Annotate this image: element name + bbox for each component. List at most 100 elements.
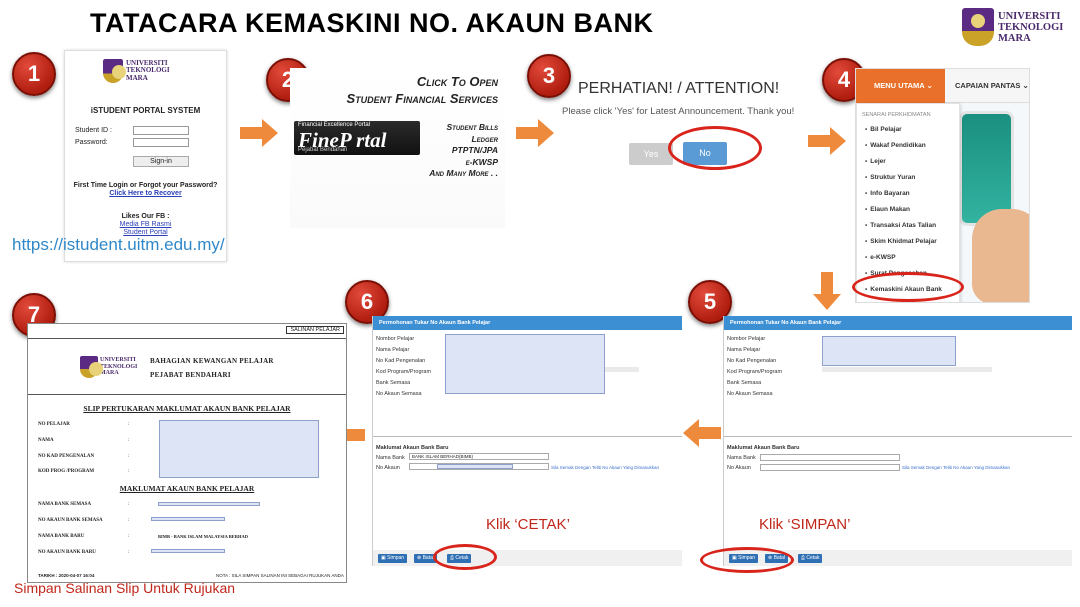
slip-label: NAMA BANK BARU: [38, 534, 85, 539]
redacted-info-box: [445, 334, 605, 394]
hand-illustration: [972, 209, 1029, 302]
uitm-crest-icon: [103, 59, 126, 83]
logo-line: TEKNOLOGI: [998, 21, 1064, 33]
service-item: Student Bills: [446, 122, 499, 132]
redacted-new-account-box: [151, 549, 225, 553]
redacted-student-box: [159, 420, 319, 478]
slip-date: TARIKH : 2020-04-07 16:04: [38, 573, 95, 578]
uitm-logo: UNIVERSITI TEKNOLOGI MARA: [80, 356, 137, 378]
arrow-down-icon: [813, 272, 841, 310]
logo-line: TEKNOLOGI: [100, 363, 138, 370]
password-input[interactable]: [133, 138, 189, 147]
capaian-pantas-tab[interactable]: CAPAIAN PANTAS ⌄: [955, 69, 1029, 103]
uitm-crest-icon: [962, 8, 994, 46]
slip-colon: :: [128, 438, 130, 443]
logo-line: TEKNOLOGI: [126, 66, 170, 75]
redacted-account-box: [151, 517, 225, 521]
menu-item-bil-pelajar[interactable]: Bil Pelajar: [865, 126, 901, 133]
sign-in-button[interactable]: Sign-in: [133, 156, 189, 167]
field-label: No Akaun Semasa: [376, 391, 422, 397]
menu-item-struktur-yuran[interactable]: Struktur Yuran: [865, 174, 915, 181]
slip-label: NO KAD PENGENALAN: [38, 454, 95, 459]
likes-fb-text: Likes Our FB :: [121, 213, 170, 220]
portal-name: FineP rtal: [298, 128, 387, 152]
service-item: And Many More . .: [429, 168, 498, 178]
slip-label: NO PELAJAR: [38, 422, 70, 427]
menu-item-skim-khidmat[interactable]: Skim Khidmat Pelajar: [865, 238, 936, 245]
batal-button[interactable]: ⊗ Batal: [414, 554, 437, 563]
fb-media-link[interactable]: Media FB Rasmi: [119, 221, 172, 228]
program-value-line: [822, 367, 992, 372]
simpan-button[interactable]: ▣ Simpan: [378, 554, 408, 563]
istudent-url[interactable]: https://istudent.uitm.edu.my/: [12, 235, 225, 254]
uitm-logo: UNIVERSITI TEKNOLOGI MARA: [103, 59, 170, 83]
klik-simpan-label: Klik ‘SIMPAN’: [759, 516, 851, 533]
nama-bank-select[interactable]: [760, 454, 900, 461]
field-label: No Kad Pengenalan: [376, 358, 426, 364]
nama-bank-select[interactable]: BANK ISLAM BERHAD(BIMB): [409, 453, 549, 460]
form-title-bar: Permohonan Tukar No Akaun Bank Pelajar: [724, 316, 1072, 330]
step-3-badge: 3: [527, 54, 571, 98]
slip-colon: :: [128, 502, 130, 507]
no-akaun-label: No Akaun: [376, 465, 400, 471]
save-icon: ▣: [381, 555, 386, 561]
print-icon: ⎙: [801, 555, 806, 561]
service-item: e-KWSP: [465, 156, 498, 167]
fb-student-portal-link[interactable]: Student Portal: [123, 229, 168, 236]
menu-panel: MENU UTAMA ⌄ CAPAIAN PANTAS ⌄ SENARAI PE…: [855, 68, 1030, 303]
highlight-no-ellipse: [668, 126, 762, 170]
student-id-input[interactable]: [133, 126, 189, 135]
new-bank-section-title: Maklumat Akaun Bank Baru: [727, 445, 800, 451]
field-label: Bank Semasa: [376, 380, 411, 386]
fineportal-logo[interactable]: Financial Excellence Portal FineP rtal P…: [294, 121, 420, 155]
account-note: Sila Semak Dengan Teliti No Akaun Yang D…: [551, 465, 660, 470]
slip-label: NO AKAUN BANK SEMASA: [38, 518, 103, 523]
no-akaun-input[interactable]: [760, 464, 900, 471]
services-dropdown: SENARAI PERKHIDMATAN Bil Pelajar Wakaf P…: [856, 103, 960, 302]
slip-note: NOTA : SILA SIMPAN SALINAN INI SEBAGAI R…: [216, 573, 344, 578]
dialog-title: PERHATIAN! / ATTENTION!: [578, 80, 780, 97]
klik-cetak-label: Klik ‘CETAK’: [486, 516, 570, 533]
field-label: Nombor Pelajar: [376, 336, 415, 342]
slip-colon: :: [128, 469, 130, 474]
new-bank-value: BIMB - BANK ISLAM MALAYSIA BERHAD: [158, 534, 248, 539]
menu-item-elaun-makan[interactable]: Elaun Makan: [865, 206, 910, 213]
menu-utama-label: MENU UTAMA: [874, 81, 925, 90]
account-note: Sila Semak Dengan Teliti No Akaun Yang D…: [902, 465, 1011, 470]
logo-line: MARA: [126, 73, 148, 82]
chevron-down-icon: ⌄: [1022, 81, 1029, 90]
menu-item-info-bayaran[interactable]: Info Bayaran: [865, 190, 909, 197]
logo-line: UNIVERSITI: [998, 10, 1061, 22]
slip-divider: [28, 394, 346, 395]
recover-link[interactable]: Click Here to Recover: [109, 190, 182, 197]
first-time-text: First Time Login or Forgot your Password…: [73, 182, 218, 189]
slip-colon: :: [128, 550, 130, 555]
section-divider: [724, 436, 1072, 437]
menu-item-transaksi[interactable]: Transaksi Atas Talian: [865, 222, 936, 229]
menu-item-ekwsp[interactable]: e-KWSP: [865, 254, 895, 261]
org-dept: PEJABAT BENDAHARI: [150, 371, 231, 379]
step-5-badge: 5: [688, 280, 732, 324]
slip-colon: :: [128, 454, 130, 459]
portal-subtitle: Pejabat Bendahari: [298, 147, 348, 153]
slip-label: KOD PROG /PROGRAM: [38, 469, 95, 474]
redacted-info-box: [822, 336, 956, 366]
menu-item-lejer[interactable]: Lejer: [865, 158, 886, 165]
redacted-bank-box: [158, 502, 260, 506]
istudent-login-panel: UNIVERSITI TEKNOLOGI MARA iSTUDENT PORTA…: [64, 50, 227, 262]
field-label: No Kad Pengenalan: [727, 358, 777, 364]
slip-colon: :: [128, 534, 130, 539]
cetak-button[interactable]: ⎙ Cetak: [798, 554, 823, 563]
form-simpan-panel: Permohonan Tukar No Akaun Bank Pelajar N…: [723, 316, 1072, 566]
click-to-open-heading: Click To Open Student Financial Services: [308, 73, 498, 107]
highlight-cetak-ellipse: [433, 544, 497, 570]
slip-label: NAMA BANK SEMASA: [38, 502, 92, 507]
slip-divider: [28, 338, 346, 339]
slip-colon: :: [128, 422, 130, 427]
service-item: Ledger: [471, 133, 498, 144]
slip-label: NAMA: [38, 438, 54, 443]
password-label: Password:: [75, 139, 108, 146]
menu-utama-tab[interactable]: MENU UTAMA ⌄: [856, 69, 945, 103]
yes-button[interactable]: Yes: [629, 143, 673, 165]
menu-item-wakaf-pendidikan[interactable]: Wakaf Pendidikan: [865, 142, 925, 149]
